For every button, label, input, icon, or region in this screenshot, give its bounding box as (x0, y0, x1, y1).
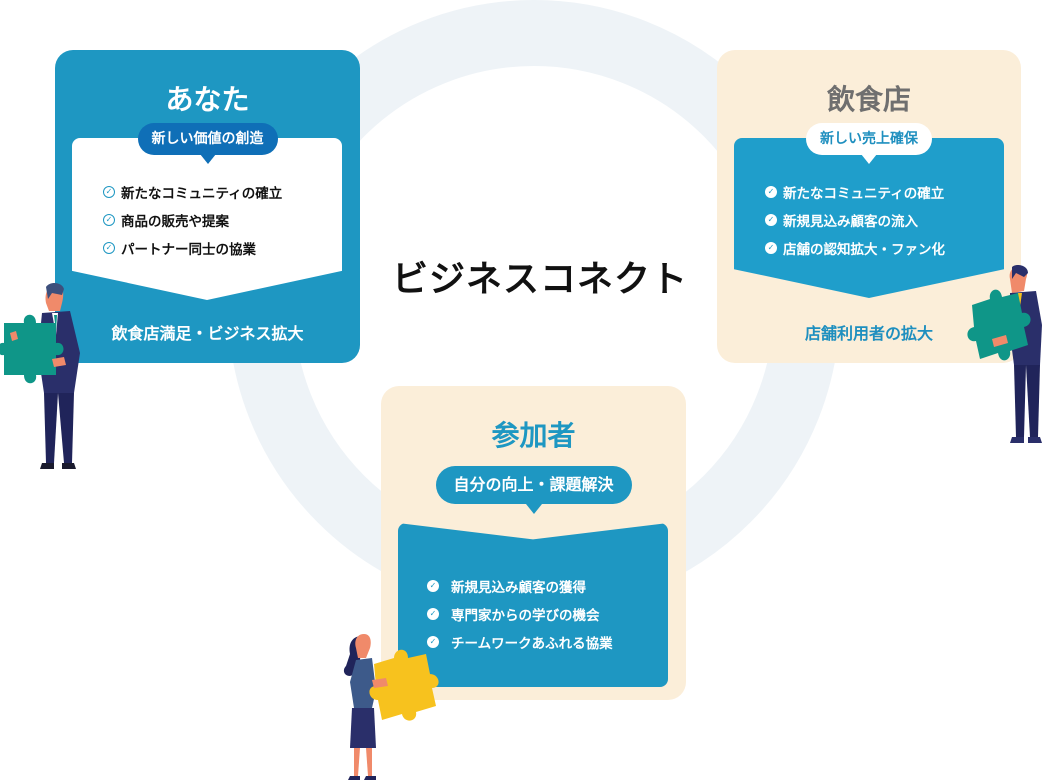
card-title: 参加者 (491, 419, 576, 452)
check-circle-icon: ✓ (427, 580, 439, 592)
check-circle-icon: ✓ (427, 636, 439, 648)
check-circle-icon: ✓ (765, 186, 777, 198)
diagram-title: ビジネスコネクト (391, 259, 688, 300)
card-title: 飲食店 (826, 83, 911, 116)
list-item: ✓新たなコミュニティの確立 (103, 178, 282, 206)
businessman-with-puzzle-illustration (0, 283, 80, 469)
check-circle-icon: ✓ (103, 214, 115, 226)
benefit-list: ✓新規見込み顧客の獲得 ✓専門家からの学びの機会 ✓チームワークあふれる協業 (427, 572, 613, 656)
check-circle-icon: ✓ (103, 186, 115, 198)
check-circle-icon: ✓ (103, 242, 115, 254)
businesswoman-with-puzzle-illustration (343, 634, 439, 780)
check-circle-icon: ✓ (427, 608, 439, 620)
benefit-panel (398, 523, 668, 687)
card-outcome: 店舗利用者の拡大 (804, 324, 933, 343)
card-participant: 参加者 自分の向上・課題解決 ✓新規見込み顧客の獲得 ✓専門家からの学びの機会 … (381, 386, 686, 700)
list-item: ✓新規見込み顧客の流入 (765, 206, 945, 234)
check-circle-icon: ✓ (765, 214, 777, 226)
speech-bubble: 新しい価値の創造 (137, 123, 278, 155)
benefit-panel (734, 138, 1004, 298)
businessman-with-puzzle-illustration (967, 265, 1042, 443)
speech-bubble: 新しい売上確保 (806, 123, 932, 155)
card-outcome: 飲食店満足・ビジネス拡大 (111, 324, 304, 343)
benefit-list: ✓新たなコミュニティの確立 ✓新規見込み顧客の流入 ✓店舗の認知拡大・ファン化 (765, 178, 945, 262)
list-item: ✓新規見込み顧客の獲得 (427, 572, 613, 600)
benefit-panel (72, 138, 342, 300)
list-item: ✓チームワークあふれる協業 (427, 628, 613, 656)
list-item: ✓パートナー同士の協業 (103, 234, 282, 262)
card-restaurant: 飲食店 新しい売上確保 ✓新たなコミュニティの確立 ✓新規見込み顧客の流入 ✓店… (717, 50, 1021, 363)
benefit-list: ✓新たなコミュニティの確立 ✓商品の販売や提案 ✓パートナー同士の協業 (103, 178, 282, 262)
check-circle-icon: ✓ (765, 242, 777, 254)
list-item: ✓新たなコミュニティの確立 (765, 178, 945, 206)
list-item: ✓専門家からの学びの機会 (427, 600, 613, 628)
speech-bubble: 自分の向上・課題解決 (435, 466, 632, 504)
card-title: あなた (165, 83, 250, 116)
card-you: あなた 新しい価値の創造 ✓新たなコミュニティの確立 ✓商品の販売や提案 ✓パー… (55, 50, 360, 363)
list-item: ✓商品の販売や提案 (103, 206, 282, 234)
list-item: ✓店舗の認知拡大・ファン化 (765, 234, 945, 262)
